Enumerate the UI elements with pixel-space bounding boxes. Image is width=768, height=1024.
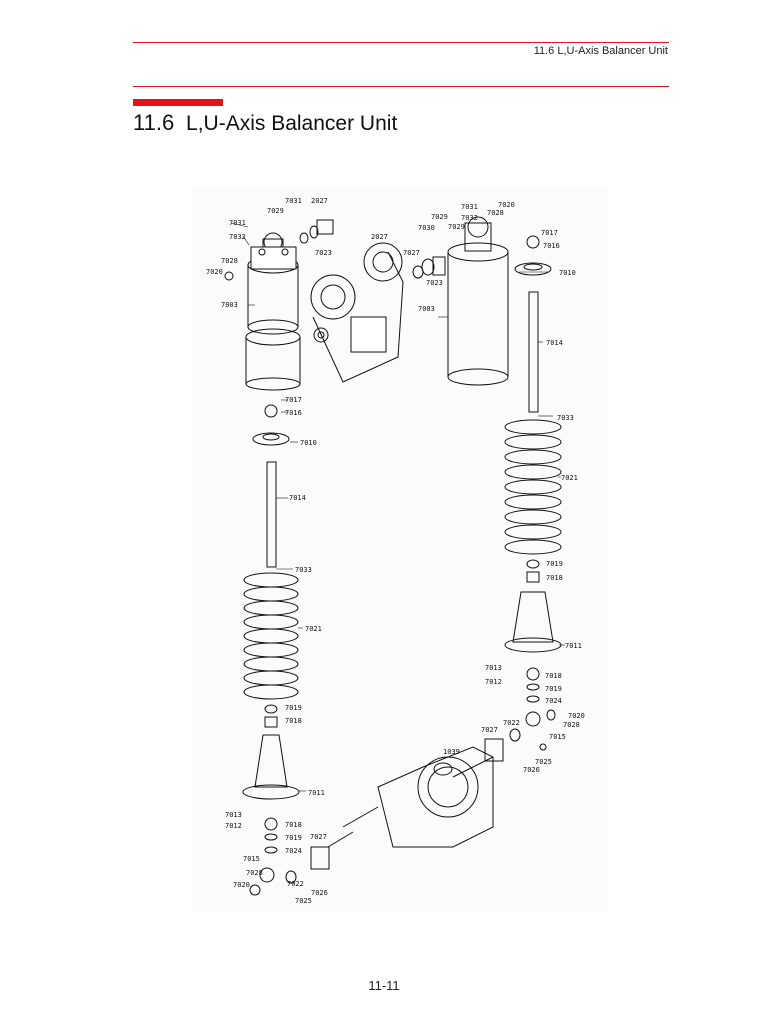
section-number: 11.6 bbox=[133, 110, 175, 135]
section-heading: 11.6 L,U-Axis Balancer Unit bbox=[133, 110, 397, 136]
right-rod-assembly bbox=[514, 235, 552, 413]
callout: 7011 bbox=[565, 642, 582, 650]
callout: 7020 bbox=[498, 201, 515, 209]
callout: 7018 bbox=[285, 821, 302, 829]
callout: 7019 bbox=[285, 834, 302, 842]
callout: 7019 bbox=[546, 560, 563, 568]
callout: 7023 bbox=[426, 279, 443, 287]
callout: 7016 bbox=[285, 409, 302, 417]
callout: 7027 bbox=[481, 726, 498, 734]
balancer-exploded-drawing: 7031 2027 7029 7031 7032 7028 7020 7023 … bbox=[206, 197, 585, 905]
callout: 7012 bbox=[225, 822, 242, 830]
callout: 7029 bbox=[431, 213, 448, 221]
callout: 7017 bbox=[285, 396, 302, 404]
callout: 7014 bbox=[546, 339, 563, 347]
callout: 7033 bbox=[295, 566, 312, 574]
header-top-rule bbox=[133, 42, 669, 43]
exploded-view-figure: 7031 2027 7029 7031 7032 7028 7020 7023 … bbox=[193, 187, 608, 912]
right-spring bbox=[504, 419, 562, 555]
callout: 7032 bbox=[461, 214, 478, 222]
callout: 7033 bbox=[557, 414, 574, 422]
callout: 7028 bbox=[246, 869, 263, 877]
callout: 7017 bbox=[541, 229, 558, 237]
callout: 7031 bbox=[229, 219, 246, 227]
callout: 2027 bbox=[371, 233, 388, 241]
callout: 7022 bbox=[287, 880, 304, 888]
callout: 7015 bbox=[549, 733, 566, 741]
callout: 7013 bbox=[225, 811, 242, 819]
leader-lines bbox=[230, 222, 565, 792]
callout: 7029 bbox=[267, 207, 284, 215]
callout: 7019 bbox=[285, 704, 302, 712]
callout: 7024 bbox=[285, 847, 302, 855]
callout: 7031 bbox=[461, 203, 478, 211]
left-rod-assembly bbox=[252, 404, 290, 568]
callout: 7020 bbox=[568, 712, 585, 720]
callout: 7016 bbox=[543, 242, 560, 250]
callout: 7018 bbox=[545, 672, 562, 680]
left-lower-parts bbox=[242, 704, 330, 896]
callout: 7028 bbox=[221, 257, 238, 265]
callout: 7029 bbox=[448, 223, 465, 231]
callout: 7012 bbox=[485, 678, 502, 686]
callout: 7026 bbox=[523, 766, 540, 774]
callout: 7030 bbox=[418, 224, 435, 232]
callout-labels: 7031 2027 7029 7031 7032 7028 7020 7023 … bbox=[206, 197, 585, 905]
callout: 7015 bbox=[243, 855, 260, 863]
callout: 7020 bbox=[206, 268, 223, 276]
callout: 7019 bbox=[545, 685, 562, 693]
callout: 7010 bbox=[559, 269, 576, 277]
left-spring bbox=[243, 572, 299, 700]
callout: 2027 bbox=[311, 197, 328, 205]
header-bottom-rule bbox=[133, 86, 669, 87]
callout: 7028 bbox=[563, 721, 580, 729]
callout: 7021 bbox=[305, 625, 322, 633]
callout: 7013 bbox=[485, 664, 502, 672]
base-frame bbox=[327, 746, 494, 848]
running-title: 11.6 L,U-Axis Balancer Unit bbox=[533, 45, 668, 57]
callout: 7023 bbox=[315, 249, 332, 257]
section-accent-bar bbox=[133, 99, 223, 106]
left-cylinder-head bbox=[247, 232, 299, 335]
callout: 7011 bbox=[308, 789, 325, 797]
callout: 1039 bbox=[443, 748, 460, 756]
callout: 7022 bbox=[503, 719, 520, 727]
central-arm bbox=[310, 242, 404, 383]
callout: 7032 bbox=[229, 233, 246, 241]
center-pin-parts bbox=[412, 256, 446, 279]
callout: 7021 bbox=[561, 474, 578, 482]
callout: 7018 bbox=[546, 574, 563, 582]
callout: 7024 bbox=[545, 697, 562, 705]
callout: 7003 bbox=[221, 301, 238, 309]
callout: 7028 bbox=[487, 209, 504, 217]
callout: 7018 bbox=[285, 717, 302, 725]
page-number: 11-11 bbox=[368, 978, 400, 993]
left-cylinder-lower bbox=[245, 328, 301, 391]
callout: 7025 bbox=[535, 758, 552, 766]
callout: 7031 bbox=[285, 197, 302, 205]
left-pin-parts bbox=[224, 219, 334, 281]
callout: 7027 bbox=[310, 833, 327, 841]
callout: 7010 bbox=[300, 439, 317, 447]
callout: 7020 bbox=[233, 881, 250, 889]
right-cylinder bbox=[447, 216, 509, 386]
callout: 7003 bbox=[418, 305, 435, 313]
callout: 7026 bbox=[311, 889, 328, 897]
section-title: L,U-Axis Balancer Unit bbox=[186, 112, 398, 135]
callout: 7025 bbox=[295, 897, 312, 905]
callout: 7027 bbox=[403, 249, 420, 257]
callout: 7014 bbox=[289, 494, 306, 502]
